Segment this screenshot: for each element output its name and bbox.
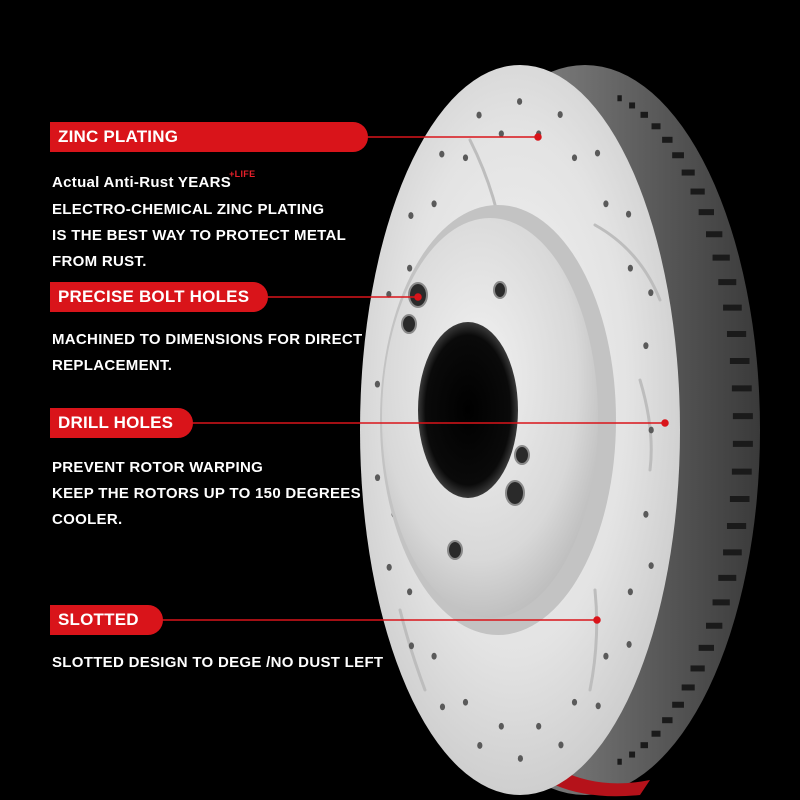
drill-hole [462,698,469,706]
drill-hole [603,200,609,208]
drill-hole [407,588,413,596]
rotor-center-bore [418,322,518,498]
feature-description-drill-holes: PREVENT ROTOR WARPING KEEP THE ROTORS UP… [52,455,361,533]
drill-hole [557,111,563,118]
drill-hole [625,210,632,218]
drill-hole [408,212,414,219]
drill-hole [498,130,504,138]
zinc-line-3: IS THE BEST WAY TO PROTECT METAL [52,227,347,244]
drill-hole [498,722,504,730]
leader-dot-bolt [414,293,422,301]
drill-hole [536,722,542,730]
drill-hole [408,642,415,650]
leader-lines [160,133,669,624]
drill-hole [571,154,578,162]
drill-hole [517,755,524,762]
drill-hole [374,474,381,482]
drill-hole [595,702,601,710]
drill-hole [603,652,609,660]
drill-hole [643,510,649,518]
bolt-line-1: MACHINED TO DIMENSIONS FOR DIRECT [52,331,363,348]
slotted-line-1: SLOTTED DESIGN TO DEGE /NO DUST LEFT [52,654,384,671]
life-superscript: +LIFE [229,169,256,179]
drill-hole [374,380,381,388]
drill-hole [558,741,564,749]
drill-hole [476,111,482,119]
drill-hole [477,742,483,749]
drill-hole [407,264,413,272]
rotor-cooling-vanes [617,95,753,765]
bolt-line-2: REPLACEMENT. [52,357,173,374]
feature-description-zinc-plating: Actual Anti-Rust YEARS+LIFE ELECTRO-CHEM… [52,169,347,275]
zinc-line-2: ELECTRO-CHEMICAL ZINC PLATING [52,201,325,218]
drill-hole [627,588,633,596]
drill-hole [571,698,578,706]
drill-hole [431,200,437,208]
feature-description-slotted: SLOTTED DESIGN TO DEGE /NO DUST LEFT [52,650,383,676]
drill-hole [516,98,523,105]
zinc-line-1: Actual Anti-Rust YEARS [52,174,232,191]
drill-hole [648,562,654,570]
drill-hole [643,342,649,350]
drill-line-3: COOLER. [52,511,123,528]
drill-hole [648,426,654,434]
leader-dot-drill [661,419,669,427]
leader-dot-zinc [534,133,542,141]
zinc-line-4: FROM RUST. [52,253,147,270]
drill-line-2: KEEP THE ROTORS UP TO 150 DEGREES [52,485,361,502]
drill-hole [431,652,437,660]
drill-hole [386,290,392,298]
feature-banner-zinc-plating: ZINC PLATING [50,122,368,152]
drill-hole [386,563,392,571]
rotor-red-edge [555,770,650,797]
drill-hole [648,289,654,297]
feature-description-precise-bolt-holes: MACHINED TO DIMENSIONS FOR DIRECT REPLAC… [52,327,362,379]
leader-dot-slotted [593,616,601,624]
drill-hole [462,154,469,162]
drill-hole [439,150,445,158]
drill-line-1: PREVENT ROTOR WARPING [52,459,264,476]
feature-banner-slotted: SLOTTED [50,605,163,635]
drill-hole [439,703,446,711]
feature-banner-drill-holes: DRILL HOLES [50,408,193,438]
drill-hole [626,641,632,648]
drill-hole [594,149,601,157]
rotor-bolt-holes [401,281,530,560]
feature-banner-precise-bolt-holes: PRECISE BOLT HOLES [50,282,268,312]
drill-hole [627,264,633,272]
